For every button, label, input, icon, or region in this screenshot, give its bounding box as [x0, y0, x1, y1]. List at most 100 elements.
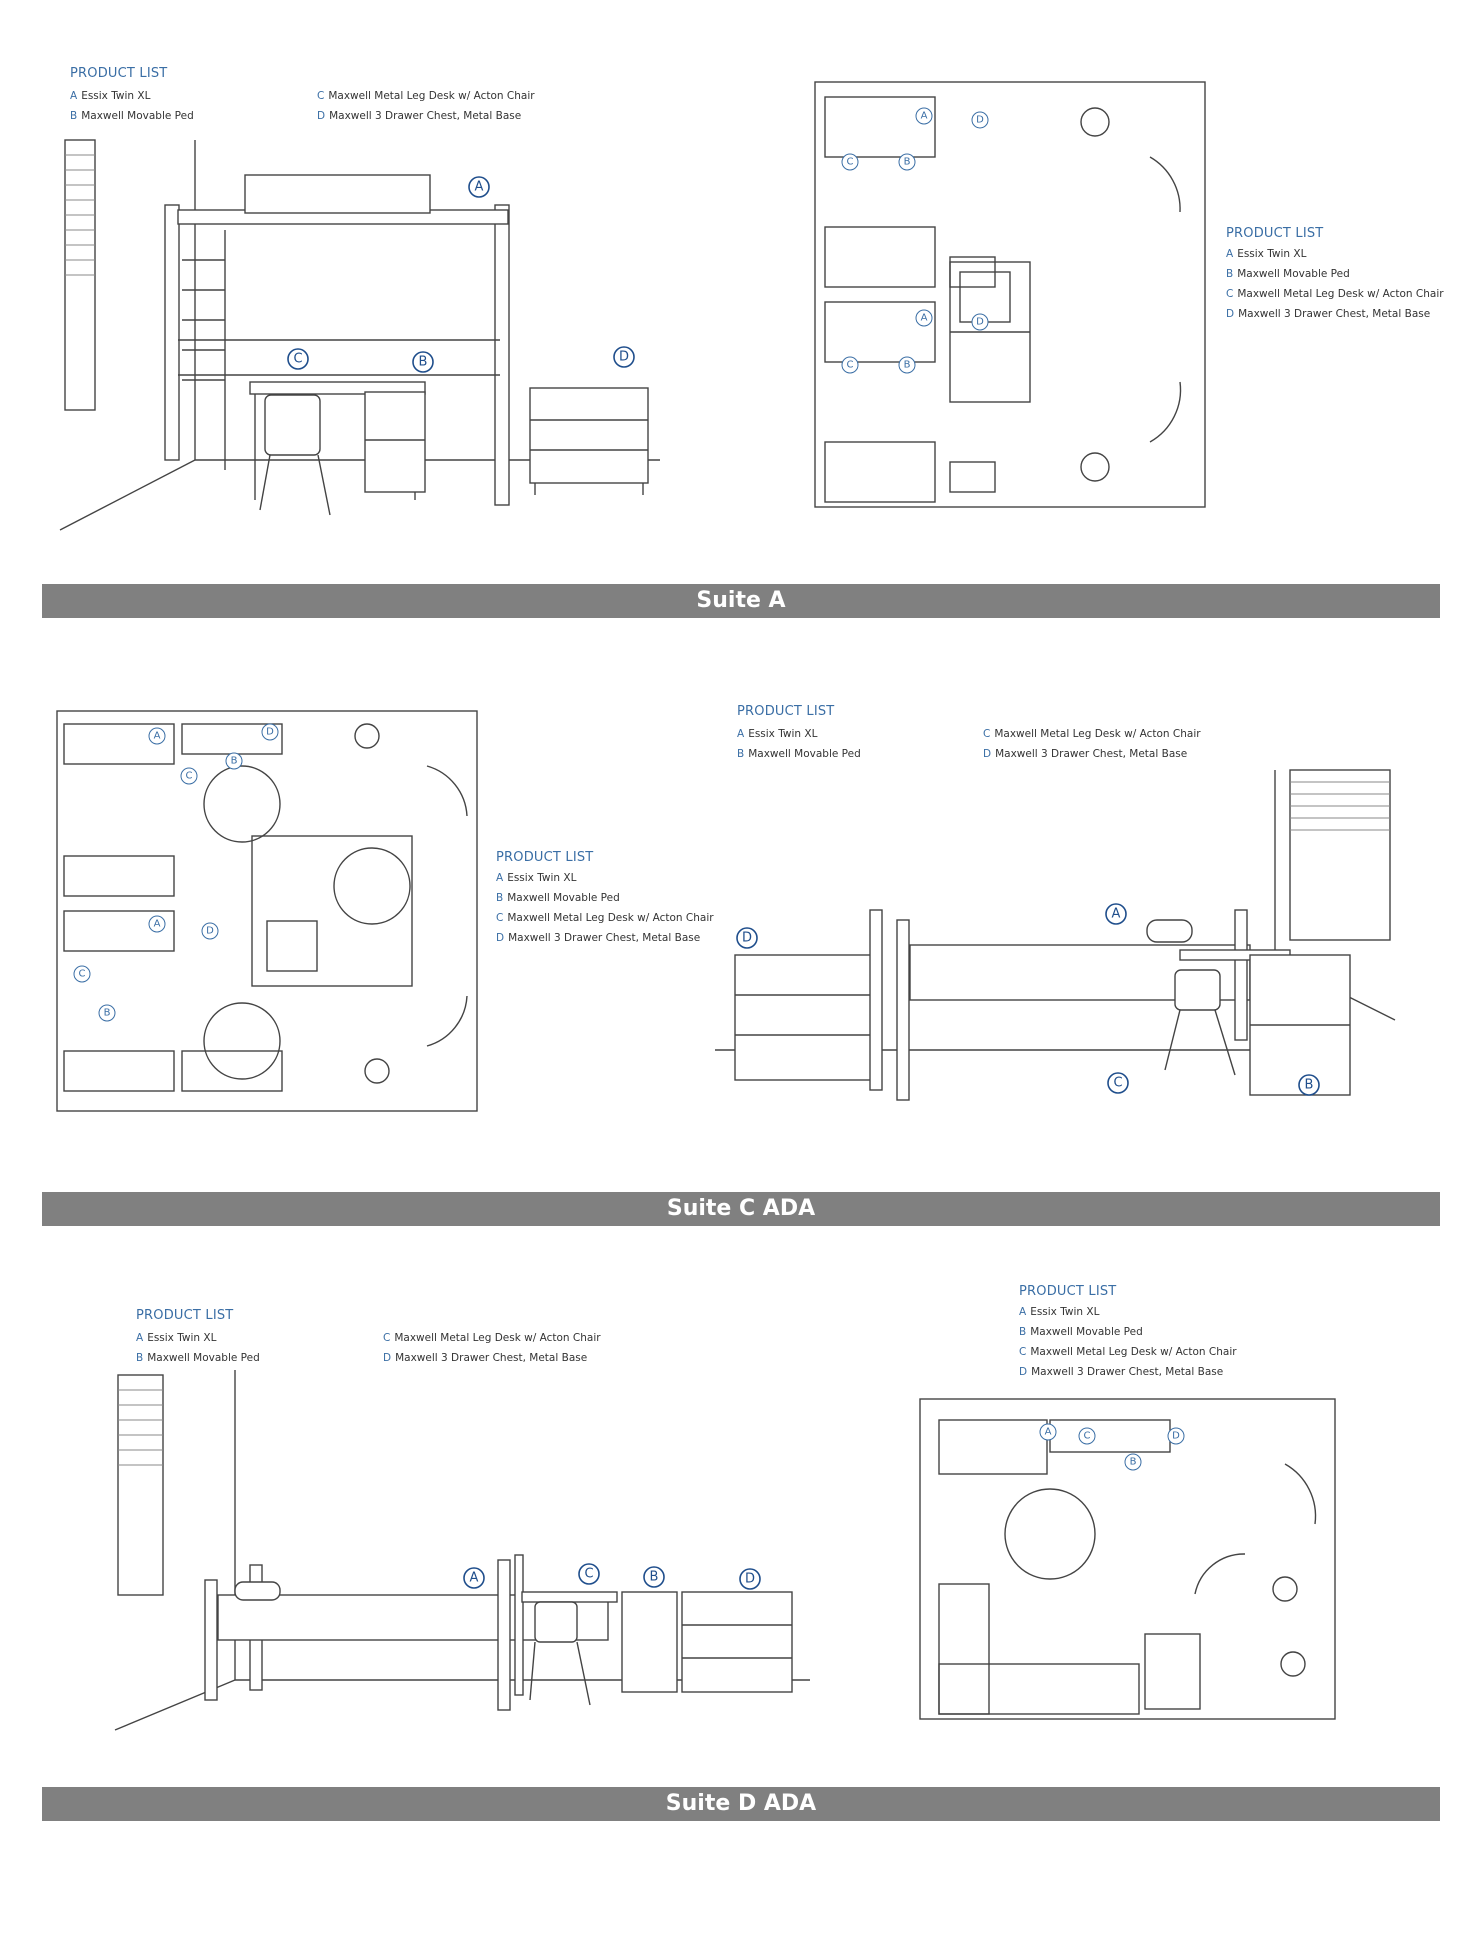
svg-text:D: D — [745, 1572, 755, 1587]
plan-d-callout-b: B — [1124, 1453, 1142, 1471]
section-band-suite-d-ada: Suite D ADA — [42, 1787, 1440, 1821]
suite-a-loft-bed-perspective: A C B D — [59, 139, 660, 531]
callout-d: D — [739, 1568, 761, 1590]
svg-text:B: B — [1130, 1457, 1137, 1468]
section-band-suite-a: Suite A — [42, 584, 1440, 618]
svg-text:C: C — [847, 157, 854, 168]
svg-text:D: D — [619, 350, 629, 365]
svg-text:A: A — [475, 180, 484, 195]
plan-d-callout-c: C — [1078, 1427, 1096, 1445]
svg-text:A: A — [1112, 907, 1121, 922]
plan-a-callout-d2: D — [971, 313, 989, 331]
svg-text:C: C — [186, 771, 193, 782]
svg-text:C: C — [293, 352, 302, 367]
svg-text:C: C — [1084, 1431, 1091, 1442]
plan-c-callout-a2: A — [148, 915, 166, 933]
plan-a-callout-d1: D — [971, 111, 989, 129]
callout-a: A — [463, 1567, 485, 1589]
suite-c-ada-bed-perspective: D A C B — [715, 769, 1396, 1101]
svg-text:D: D — [742, 931, 752, 946]
svg-text:C: C — [1113, 1076, 1122, 1091]
plan-a-callout-b2: B — [898, 356, 916, 374]
svg-text:A: A — [921, 111, 928, 122]
svg-text:D: D — [206, 926, 214, 937]
svg-text:C: C — [79, 969, 86, 980]
plan-c-callout-c1: C — [180, 767, 198, 785]
callout-d: D — [613, 346, 635, 368]
svg-text:B: B — [904, 360, 911, 371]
suite-c-ada-floor-plan: A D C B A D C B — [56, 710, 478, 1112]
svg-text:B: B — [419, 355, 428, 370]
plan-a-callout-c1: C — [841, 153, 859, 171]
svg-text:D: D — [976, 115, 984, 126]
plan-a-callout-c2: C — [841, 356, 859, 374]
callout-b: B — [643, 1566, 665, 1588]
product-list-heading: PRODUCT LIST — [496, 850, 594, 865]
svg-text:A: A — [921, 313, 928, 324]
plan-c-callout-c2: C — [73, 965, 91, 983]
plan-c-callout-a1: A — [148, 727, 166, 745]
plan-a-callout-a2: A — [915, 309, 933, 327]
product-list-heading: PRODUCT LIST — [136, 1308, 234, 1323]
svg-text:B: B — [231, 756, 238, 767]
plan-d-callout-a: A — [1039, 1423, 1057, 1441]
plan-c-callout-b2: B — [98, 1004, 116, 1022]
svg-text:D: D — [976, 317, 984, 328]
svg-text:B: B — [904, 157, 911, 168]
callout-c: C — [287, 348, 309, 370]
product-list-heading: PRODUCT LIST — [737, 704, 835, 719]
suite-d-ada-bed-perspective: A C B D — [114, 1370, 810, 1731]
svg-text:A: A — [154, 731, 161, 742]
svg-text:B: B — [1305, 1078, 1314, 1093]
callout-a: A — [468, 176, 490, 198]
svg-text:C: C — [847, 360, 854, 371]
callout-d: D — [736, 927, 758, 949]
callout-c: C — [578, 1563, 600, 1585]
svg-text:D: D — [266, 727, 274, 738]
plan-c-callout-d2: D — [201, 922, 219, 940]
callout-a: A — [1105, 903, 1127, 925]
callout-c: C — [1107, 1072, 1129, 1094]
callout-b: B — [1298, 1074, 1320, 1096]
plan-d-callout-d: D — [1167, 1427, 1185, 1445]
svg-text:B: B — [104, 1008, 111, 1019]
svg-text:A: A — [470, 1571, 479, 1586]
section-band-suite-c-ada: Suite C ADA — [42, 1192, 1440, 1226]
svg-text:B: B — [650, 1570, 659, 1585]
plan-a-callout-a1: A — [915, 107, 933, 125]
suite-d-ada-floor-plan: A C B D — [919, 1398, 1336, 1720]
product-list-heading: PRODUCT LIST — [70, 66, 168, 81]
callout-b: B — [412, 351, 434, 373]
plan-a-callout-b1: B — [898, 153, 916, 171]
plan-c-callout-d1: D — [261, 723, 279, 741]
plan-c-callout-b1: B — [225, 752, 243, 770]
